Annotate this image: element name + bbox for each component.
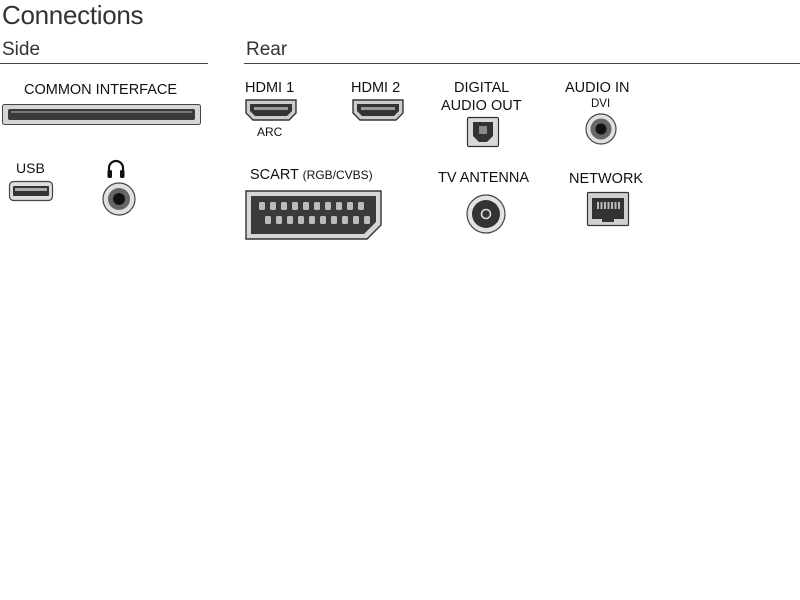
ci-slot-icon [2,104,201,125]
scart-pin [292,202,298,210]
audio-in-label: AUDIO IN [565,80,630,96]
hdmi2-label: HDMI 2 [351,80,401,96]
scart-label-sub: (RGB/CVBS) [302,168,373,182]
headphone-jack-icon [102,182,136,216]
scart-pin [281,202,287,210]
hdmi-port-icon-2 [352,99,404,121]
hdmi1-label: HDMI 1 [245,80,295,96]
hdmi-port-icon-1 [245,99,297,121]
optical-port-icon [466,116,500,148]
scart-pin [320,216,326,224]
scart-label-main: SCART [250,167,299,183]
scart-label: SCART (RGB/CVBS) [250,167,373,183]
scart-pin [270,202,276,210]
digital-audio-label-line1: DIGITAL [454,80,510,96]
scart-pin [265,216,271,224]
scart-pin [259,202,265,210]
scart-port-icon [245,190,382,240]
scart-pin [287,216,293,224]
section-side-heading: Side [2,39,41,60]
network-label: NETWORK [569,171,644,187]
scart-pin [358,202,364,210]
scart-pin [309,216,315,224]
digital-audio-label-line2: AUDIO OUT [441,98,522,114]
scart-pin [276,216,282,224]
headphone-icon [107,159,125,178]
usb-port-icon [8,180,54,202]
scart-pin [347,202,353,210]
section-rear-heading: Rear [246,39,288,60]
scart-pin [325,202,331,210]
scart-pin [364,216,370,224]
tv-antenna-label: TV ANTENNA [438,170,530,186]
scart-pin [298,216,304,224]
scart-pin [314,202,320,210]
scart-pin [342,216,348,224]
scart-pin [303,202,309,210]
coax-port-icon [466,194,506,234]
audio-in-sub-label: DVI [591,98,611,110]
scart-pin [331,216,337,224]
scart-pin [336,202,342,210]
side-divider [0,63,208,64]
scart-pin [353,216,359,224]
hdmi1-sub-label: ARC [257,125,283,139]
common-interface-label: COMMON INTERFACE [24,82,178,98]
rear-divider [244,63,800,64]
audio-jack-icon [585,113,617,145]
usb-label: USB [16,160,45,176]
ethernet-port-icon [586,191,630,227]
page-title: Connections [2,0,144,30]
